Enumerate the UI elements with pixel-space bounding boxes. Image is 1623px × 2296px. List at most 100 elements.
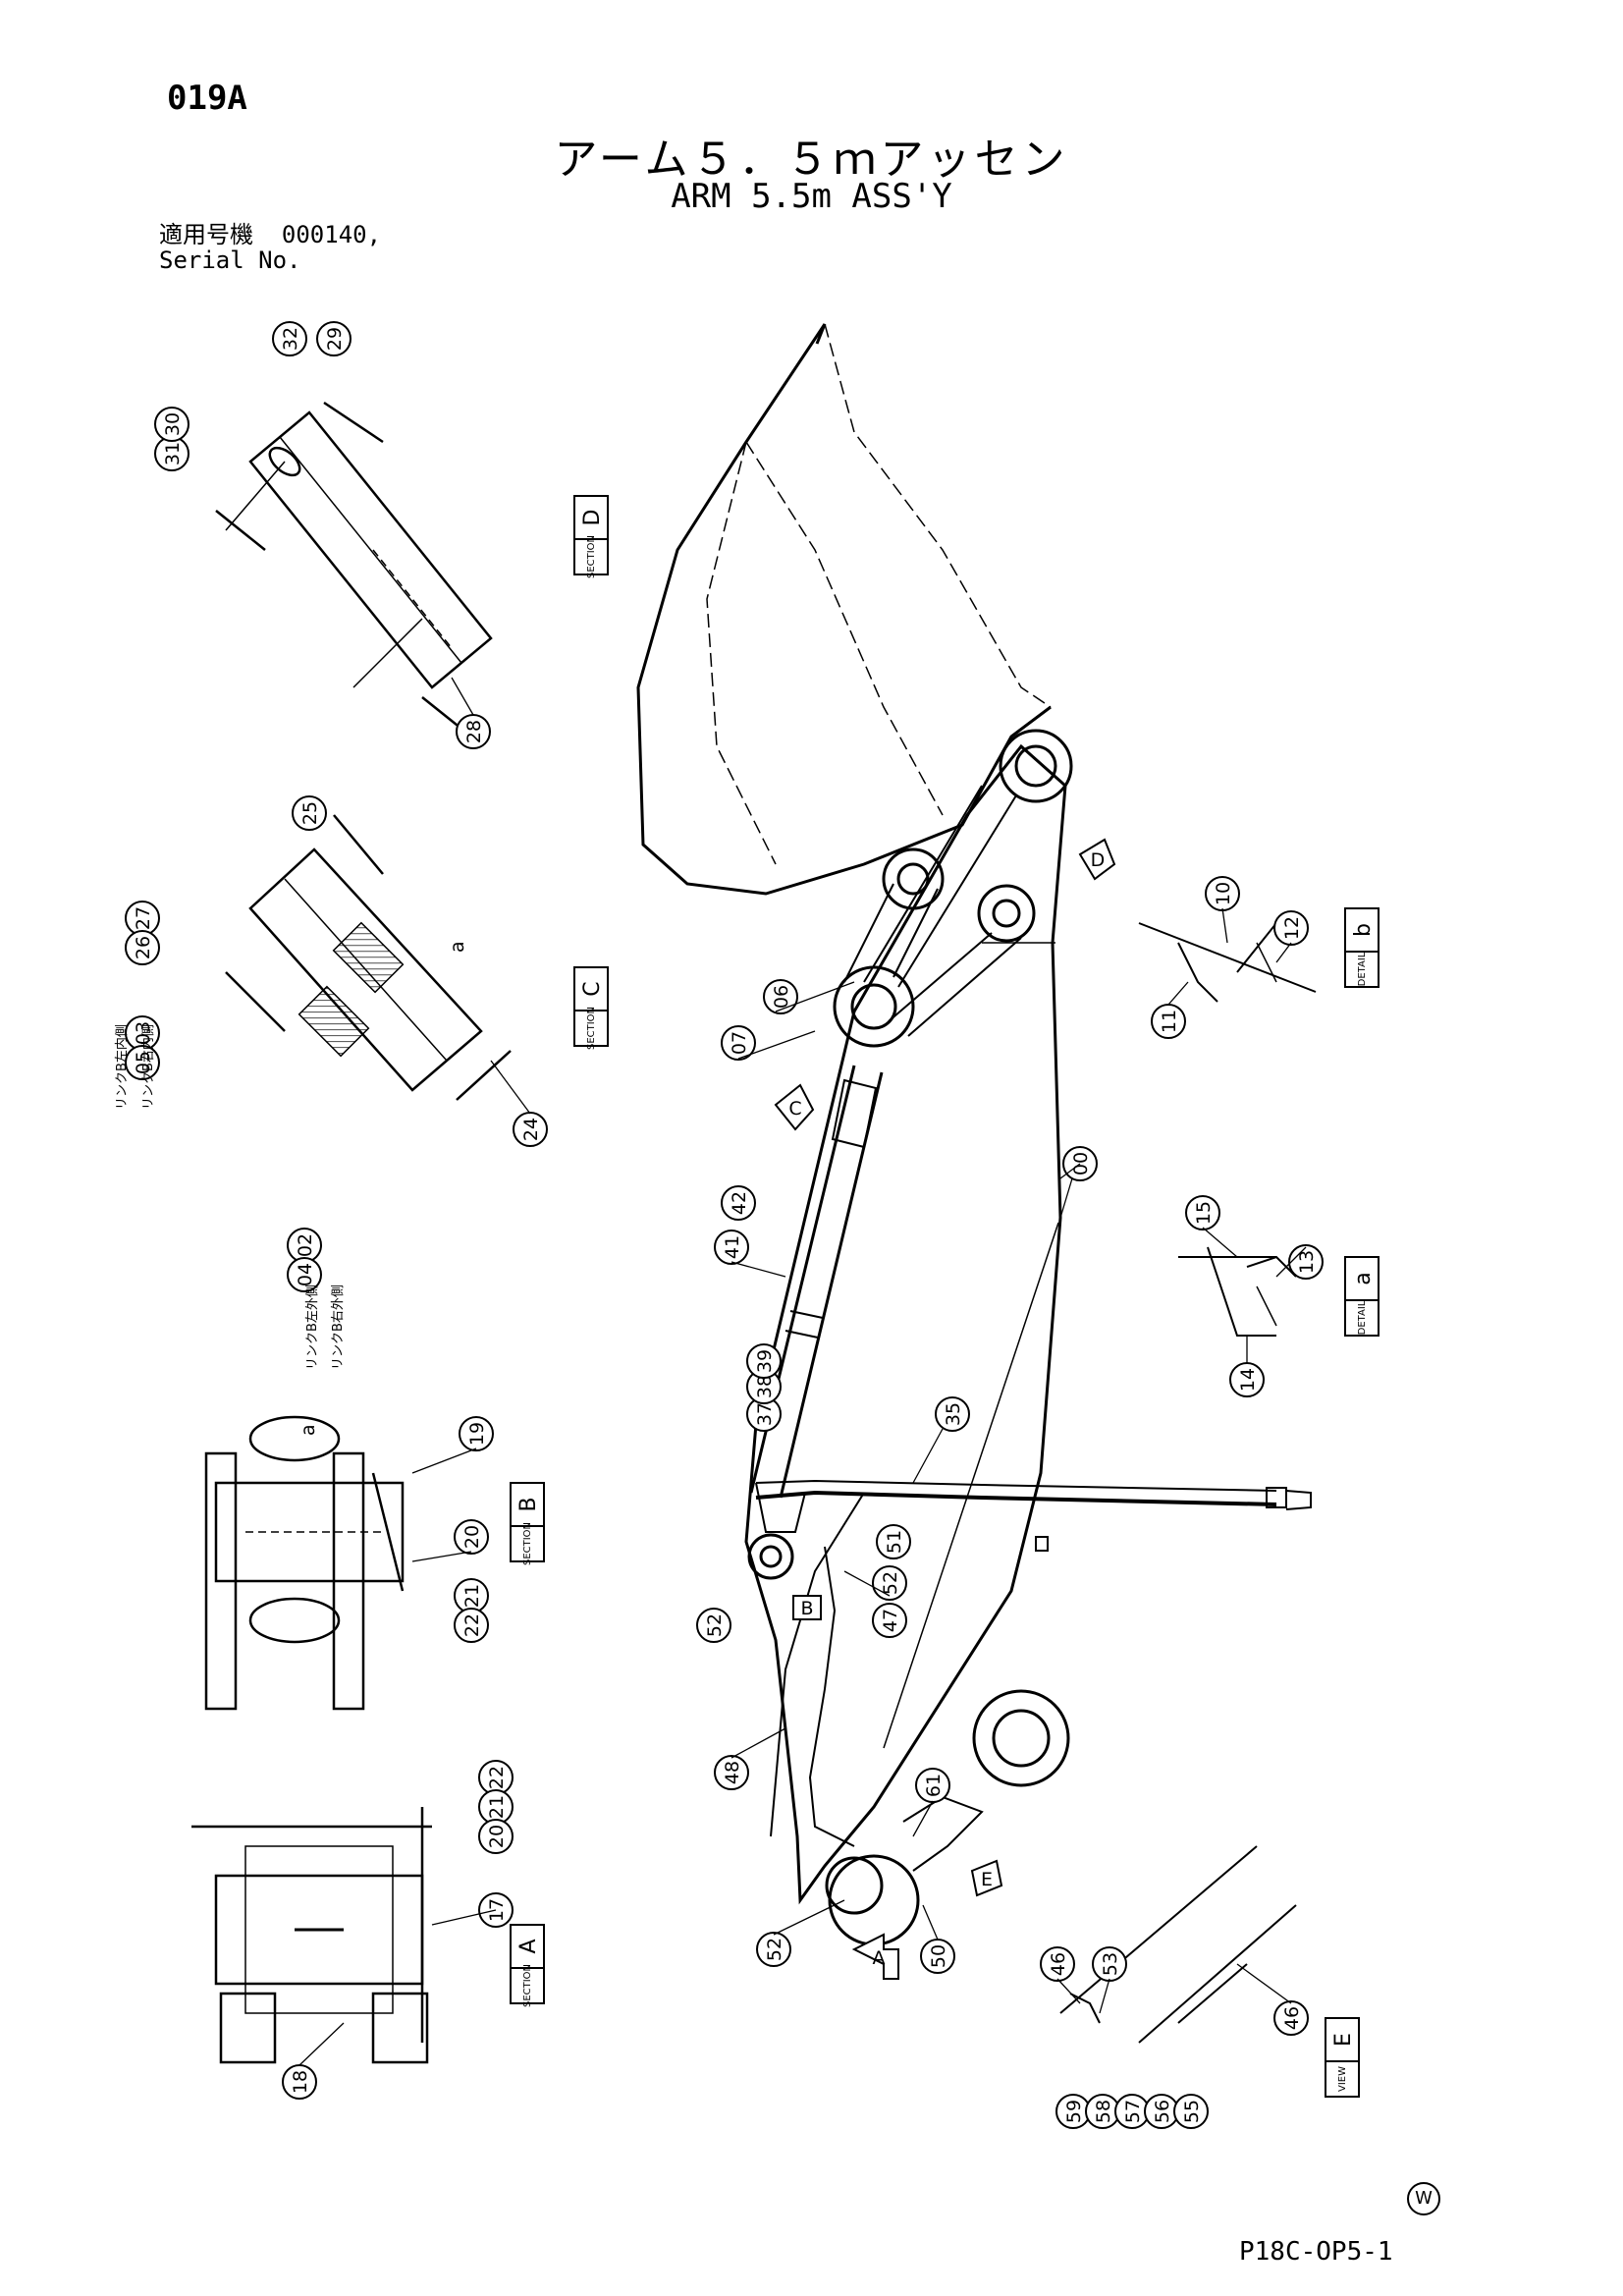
part-callout-15: 15 [1185, 1195, 1220, 1230]
part-number: 18 [290, 2070, 311, 2094]
part-callout-27: 27 [125, 901, 160, 936]
part-number: 50 [928, 1944, 949, 1968]
callout-circle [935, 1396, 970, 1432]
callout-circle [721, 1025, 756, 1061]
part-callout-30: 30 [154, 407, 189, 442]
callout-circle [763, 979, 798, 1014]
callout-circle [1273, 2000, 1309, 2036]
bucket-drawing [636, 323, 1052, 896]
view-arrow-a: A [851, 1933, 899, 1980]
callout-circle [1173, 2094, 1209, 2129]
link-label-03: リンクB左内側 [114, 1024, 130, 1110]
bucket-cylinder [747, 1065, 884, 1580]
bucket-pin-boss [999, 729, 1073, 803]
boom-pin-boss [972, 1689, 1070, 1787]
part-callout-48: 48 [714, 1755, 749, 1790]
section-tag-letter: b [1351, 923, 1376, 937]
section-tag-word: VIEW [1337, 2066, 1348, 2092]
view-arrow-e: E [970, 1859, 1003, 1897]
detail-a-drawing [1178, 1246, 1297, 1337]
hose-line [755, 1479, 1312, 1847]
section-tag-word: SECTION [586, 535, 597, 578]
callout-circle [125, 930, 160, 965]
part-number: 19 [466, 1422, 488, 1446]
part-callout-58: 58 [1085, 2094, 1120, 2129]
callout-circle [125, 1045, 160, 1080]
part-callout-07: 07 [721, 1025, 756, 1061]
callout-circle [154, 407, 189, 442]
view-arrow-d-letter: D [1091, 849, 1106, 871]
part-number: 61 [923, 1774, 945, 1797]
link-label-02: リンクB左外側 [305, 1285, 320, 1370]
section-tags: DSECTIONCSECTIONBSECTIONASECTIONbDETAILa… [510, 495, 1380, 2098]
part-callout-41: 41 [714, 1230, 749, 1265]
part-number: 02 [295, 1233, 316, 1257]
part-callout-39: 39 [746, 1343, 782, 1379]
part-number: 15 [1193, 1201, 1215, 1225]
part-number: 42 [729, 1191, 750, 1215]
callout-circle [876, 1524, 911, 1559]
part-callout-56: 56 [1144, 2094, 1179, 2129]
callout-circle [746, 1343, 782, 1379]
part-callout-06: 06 [763, 979, 798, 1014]
part-number: 14 [1237, 1368, 1259, 1392]
callout-circle [459, 1416, 494, 1451]
part-number: 37 [754, 1402, 776, 1426]
part-number: 13 [1296, 1250, 1318, 1274]
part-number: 04 [295, 1263, 316, 1286]
callout-circle [1273, 910, 1309, 946]
part-number: 52 [880, 1571, 901, 1595]
serial-label-en: Serial No. [159, 246, 301, 274]
link-pin-boss [882, 847, 945, 910]
title-english: ARM 5.5m ASS'Y [671, 177, 952, 216]
title-japanese: アーム５．５ｍアッセン [554, 135, 1069, 185]
view-arrow-c: C [774, 1083, 815, 1131]
serial-value: 000140, [281, 221, 382, 248]
part-callout-21: 21 [454, 1578, 489, 1613]
section-tag-letter: B [516, 1497, 541, 1511]
drawing-code: 019A [167, 79, 247, 118]
part-number: 48 [722, 1761, 743, 1784]
main-arm-drawing [744, 743, 1070, 1946]
callout-circle [696, 1608, 731, 1643]
part-callout-53: 53 [1092, 1946, 1127, 1982]
part-number: 32 [280, 327, 301, 351]
part-callout-20: 20 [454, 1519, 489, 1555]
leader-lines [298, 677, 1307, 2066]
part-number: 29 [324, 327, 346, 351]
part-callout-12: 12 [1273, 910, 1309, 946]
callout-circle [316, 321, 352, 356]
part-callout-22: 22 [454, 1608, 489, 1643]
section-tag-word: SECTION [522, 1522, 533, 1565]
view-arrow-b-letter: B [800, 1598, 813, 1619]
part-number: 47 [880, 1609, 901, 1632]
part-callout-21: 21 [478, 1789, 514, 1825]
w-mark: W [1407, 2182, 1440, 2215]
part-number: 22 [486, 1766, 508, 1789]
arm-small-window [1035, 1536, 1049, 1552]
section-tag-letter: C [580, 981, 605, 996]
link-label-04: リンクB右外側 [331, 1285, 346, 1370]
part-callout-20: 20 [478, 1819, 514, 1854]
part-callout-47: 47 [872, 1603, 907, 1638]
part-callout-29: 29 [316, 321, 352, 356]
part-callout-31: 31 [154, 436, 189, 471]
callout-circle [454, 1519, 489, 1555]
view-arrow-b: B [792, 1595, 822, 1620]
link-label-05: リンクB右内側 [140, 1024, 156, 1110]
reference-mark-a: a [298, 1424, 319, 1436]
callout-circle [478, 1819, 514, 1854]
view-arrow-c-letter: C [788, 1098, 801, 1120]
part-number: 12 [1281, 916, 1303, 940]
section-tag-word: DETAIL [1357, 952, 1368, 986]
part-number: 27 [133, 906, 154, 930]
callout-circle [454, 1608, 489, 1643]
part-number: 24 [520, 1118, 542, 1141]
part-number: 52 [704, 1613, 726, 1637]
reference-mark-a: a [447, 941, 468, 953]
part-callout-32: 32 [272, 321, 307, 356]
